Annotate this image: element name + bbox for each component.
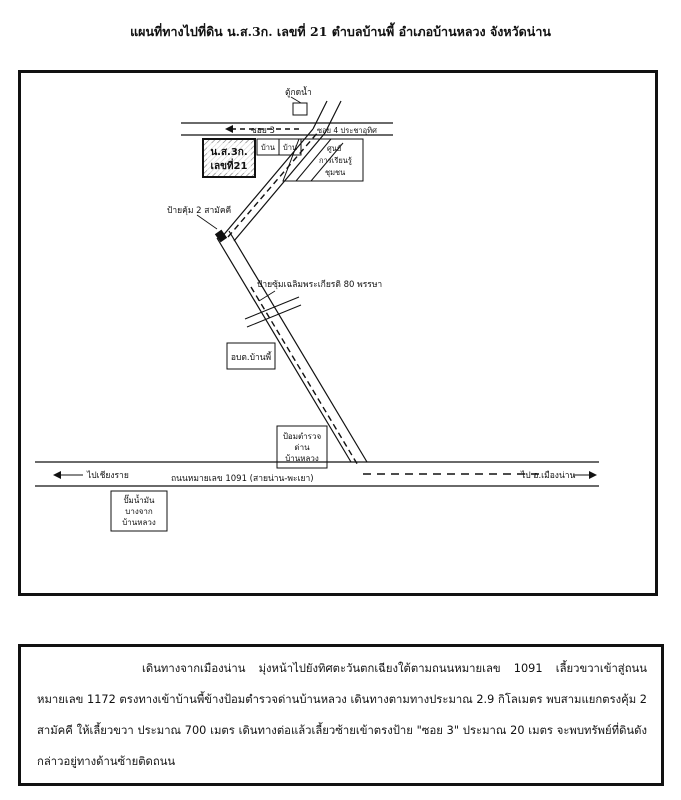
- shelter-2-label: ป้ายคุ้ม 2 สามัคคี: [167, 205, 231, 216]
- road-1172-right-edge: [228, 230, 368, 463]
- arrow-right-icon: [589, 471, 597, 479]
- arch-80-leader: [258, 290, 276, 302]
- branch-top-left: [312, 100, 328, 130]
- branch-right-edge: [233, 132, 326, 242]
- house-2-label: บ้าน: [283, 143, 297, 152]
- road-1172-left-edge: [216, 237, 352, 463]
- cross-road-edge-1: [244, 296, 300, 320]
- water-leader-line: [290, 96, 302, 104]
- police-label-2: ด่าน: [294, 443, 310, 452]
- parcel-label-2: เลขที่21: [211, 158, 248, 172]
- to-chiang-rai-label: ไปเชียงราย: [86, 470, 129, 481]
- side-road-edge-1: [295, 138, 332, 182]
- side-road-edge-2: [310, 142, 344, 182]
- water-dispenser-label: ตู้กดน้ำ: [285, 86, 312, 98]
- shelter-2-marker-icon: [214, 229, 228, 243]
- cross-road-edge-2: [246, 304, 302, 328]
- parcel-label-bg: [207, 143, 251, 173]
- route-map: ตู้กดน้ำ ซอย 3 ซอย 4 ประชาอุทิศ น.ส.3ก. …: [35, 86, 599, 532]
- soi4-label: ซอย 4 ประชาอุทิศ: [317, 126, 377, 135]
- to-nan-label: ไป อ.เมืองน่าน: [520, 470, 576, 481]
- gas-station: [110, 490, 168, 532]
- arrow-left-icon: [53, 471, 61, 479]
- house-2: [278, 138, 302, 156]
- directions-box: เดินทางจากเมืองน่าน มุ่งหน้าไปยังทิศตะวั…: [18, 644, 664, 786]
- gas-label-3: บ้านหลวง: [122, 518, 156, 527]
- police-label-3: บ้านหลวง: [285, 454, 319, 463]
- police-checkpoint: [276, 425, 328, 469]
- branch-left-edge: [220, 128, 314, 239]
- sao-label: อบต.บ้านพี้: [231, 351, 272, 363]
- page-title: แผนที่ทางไปที่ดิน น.ส.3ก. เลขที่ 21 ตำบล…: [130, 24, 551, 39]
- learning-center-label-2: การเรียนรู้: [319, 156, 352, 165]
- arch-80-label: ป้ายซุ้มเฉลิมพระเกียรติ 80 พรรษา: [257, 279, 382, 290]
- learning-center-label-3: ชุมชน: [325, 168, 345, 177]
- directions-text: เดินทางจากเมืองน่าน มุ่งหน้าไปยังทิศตะวั…: [37, 662, 647, 768]
- water-dispenser-icon: [292, 102, 308, 116]
- sao-building: [226, 342, 276, 370]
- police-label-1: ป้อมตำรวจ: [283, 432, 322, 441]
- branch-top-right: [324, 100, 342, 134]
- highway-label: ถนนหมายเลข 1091 (สายน่าน-พะเยา): [171, 474, 314, 484]
- learning-center-label-1: ศูนย์: [327, 144, 341, 153]
- learning-center: [282, 138, 364, 182]
- soi3-label: ซอย 3: [251, 126, 275, 136]
- shelter-2-leader: [196, 214, 218, 230]
- map-frame: ตู้กดน้ำ ซอย 3 ซอย 4 ประชาอุทิศ น.ส.3ก. …: [18, 70, 658, 596]
- gas-label-1: ปั๊มน้ำมัน: [123, 494, 155, 505]
- house-1-label: บ้าน: [261, 143, 275, 152]
- soi3-arrow-icon: [225, 125, 233, 133]
- gas-label-2: บางจาก: [125, 507, 153, 516]
- route-branch-dash: [227, 130, 320, 238]
- route-1172-dash: [250, 286, 360, 468]
- parcel-label-1: น.ส.3ก.: [210, 147, 247, 158]
